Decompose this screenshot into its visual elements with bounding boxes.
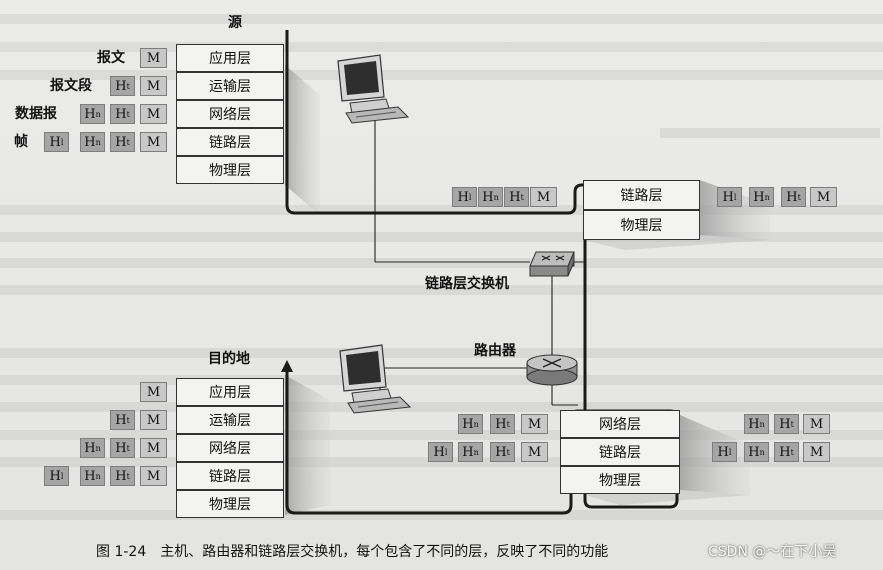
destination-transport-layer: 运输层 (176, 406, 284, 434)
payload-m: M (140, 438, 167, 458)
router-icon (526, 354, 578, 386)
source-link-layer: 链路层 (176, 128, 284, 156)
router-network-layer: 网络层 (560, 410, 680, 438)
pdu-label-segment: 报文段 (50, 78, 92, 94)
payload-m: M (140, 132, 167, 152)
payload-m: M (140, 466, 167, 486)
destination-label: 目的地 (208, 351, 250, 367)
payload-m: M (140, 76, 167, 96)
payload-m: M (140, 48, 167, 68)
computer-icon (337, 54, 410, 124)
payload-m: M (140, 104, 167, 124)
source-label: 源 (228, 15, 242, 31)
payload-m: M (140, 410, 167, 430)
payload-m: M (140, 382, 167, 402)
switch-icon (529, 251, 575, 277)
switch-link-layer: 链路层 (583, 180, 700, 210)
payload-m: M (521, 414, 548, 434)
destination-physical-layer: 物理层 (176, 490, 284, 518)
destination-application-layer: 应用层 (176, 378, 284, 406)
arrow-up (281, 360, 293, 372)
router-label: 路由器 (474, 343, 516, 359)
payload-m: M (521, 442, 548, 462)
payload-m: M (810, 187, 837, 207)
source-application-layer: 应用层 (176, 44, 284, 72)
pdu-label-frame: 帧 (14, 134, 28, 150)
payload-m: M (803, 414, 830, 434)
source-physical-layer: 物理层 (176, 156, 284, 184)
switch-physical-layer: 物理层 (583, 210, 700, 240)
computer-icon (339, 344, 412, 414)
pdu-label-message: 报文 (97, 50, 125, 66)
source-network-layer: 网络层 (176, 100, 284, 128)
payload-m: M (803, 442, 830, 462)
payload-m: M (530, 187, 557, 207)
router-link-layer: 链路层 (560, 438, 680, 466)
source-transport-layer: 运输层 (176, 72, 284, 100)
destination-link-layer: 链路层 (176, 462, 284, 490)
router-physical-layer: 物理层 (560, 466, 680, 494)
watermark: CSDN @～在下小吴 (708, 544, 837, 560)
pdu-label-datagram: 数据报 (15, 106, 57, 122)
switch-label: 链路层交换机 (425, 276, 509, 292)
figure-caption: 图 1-24 主机、路由器和链路层交换机，每个包含了不同的层，反映了不同的功能 (96, 544, 609, 560)
destination-network-layer: 网络层 (176, 434, 284, 462)
